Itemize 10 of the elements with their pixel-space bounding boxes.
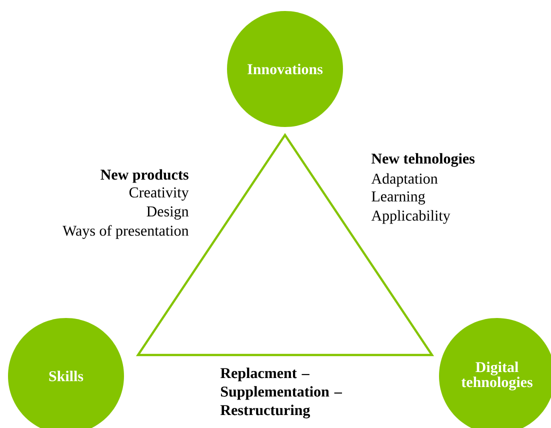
circle-node: Innovations [227,11,343,127]
label-text: Design [146,206,189,220]
label-text: Applicability [371,210,450,224]
heading: New tehnologies [372,153,475,167]
heading: New products [100,169,188,183]
label-text: Ways of presentation [62,225,189,239]
label-text: Replacment – Supplementation – Restructuring [220,368,342,418]
label-text: Learning [372,191,426,205]
label-text: Adaptation [371,173,438,187]
label-text: Creativity [129,187,189,201]
